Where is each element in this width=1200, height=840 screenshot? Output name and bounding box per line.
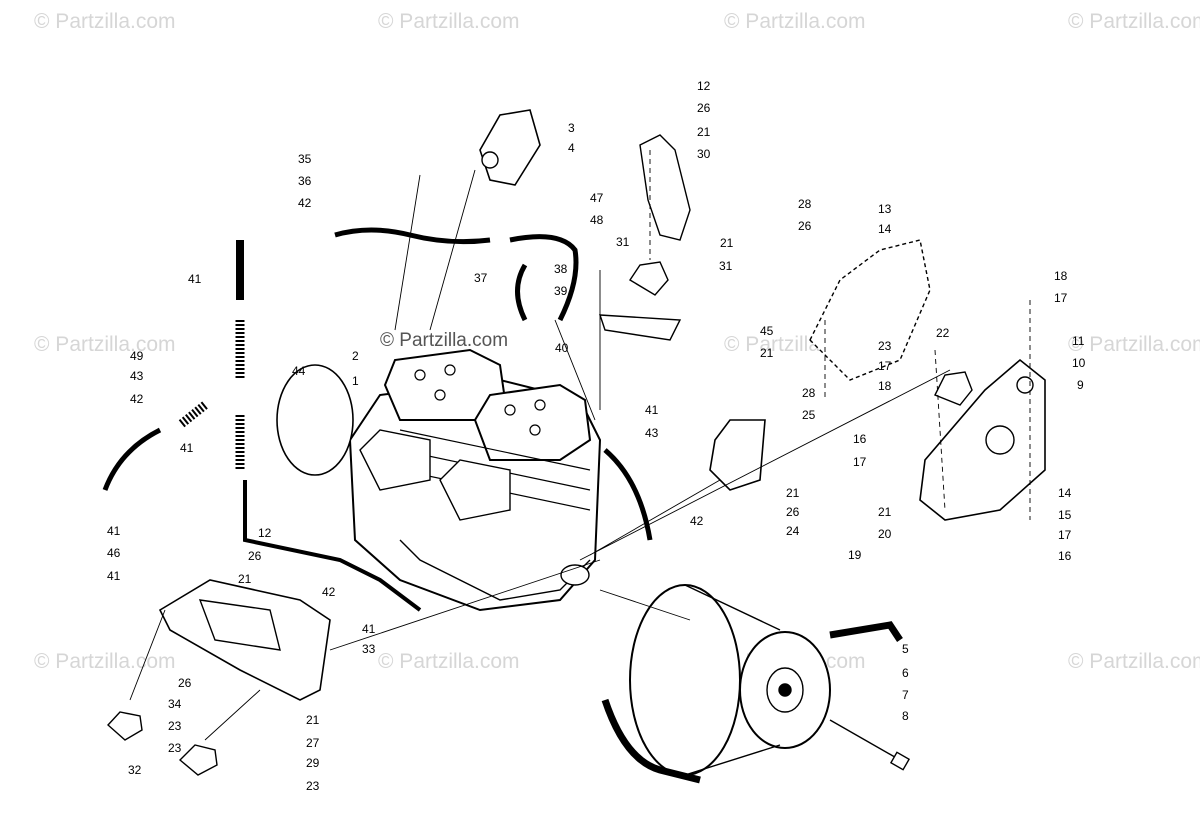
callout: 42 [690, 514, 704, 528]
callout: 3 [568, 121, 575, 135]
callout: 27 [306, 736, 320, 750]
callout: 20 [878, 527, 892, 541]
watermark: © Partzilla.com [1068, 333, 1200, 356]
callout: 25 [802, 408, 816, 422]
callout: 26 [786, 505, 800, 519]
callout: 17 [878, 359, 892, 373]
callout: 48 [590, 213, 604, 227]
watermark: © Partzilla.com [34, 333, 176, 356]
watermark: © Partzilla.com [1068, 10, 1200, 33]
callout: 41 [188, 272, 202, 286]
callout: 42 [322, 585, 336, 599]
callout: 47 [590, 191, 604, 205]
center-watermark: © Partzilla.com [380, 330, 509, 351]
callout: 23 [168, 741, 182, 755]
callout: 21 [720, 236, 734, 250]
callout: 28 [798, 197, 812, 211]
callout: 18 [1054, 269, 1068, 283]
callout: 23 [878, 339, 892, 353]
callout: 30 [697, 147, 711, 161]
callout: 21 [760, 346, 774, 360]
callout: 39 [554, 284, 568, 298]
callout: 14 [1058, 486, 1072, 500]
callout: 21 [238, 572, 252, 586]
callout: 35 [298, 152, 312, 166]
callout: 26 [697, 101, 711, 115]
callout: 21 [697, 125, 711, 139]
callout: 9 [1077, 378, 1084, 392]
callout: 13 [878, 202, 892, 216]
callout: 43 [130, 369, 144, 383]
callout: 31 [616, 235, 630, 249]
callout: 21 [878, 505, 892, 519]
linework [102, 109, 1046, 784]
callout: 45 [760, 324, 774, 338]
callout: 46 [107, 546, 121, 560]
callout: 36 [298, 174, 312, 188]
callout: 41 [107, 569, 121, 583]
callout-labels: 1 2 3 4 5 6 7 8 9 10 11 12 12 13 14 14 1… [107, 79, 1086, 793]
callout: 17 [1054, 291, 1068, 305]
callout: 37 [474, 271, 488, 285]
callout: 43 [645, 426, 659, 440]
callout: 21 [306, 713, 320, 727]
callout: 5 [902, 642, 909, 656]
callout: 32 [128, 763, 142, 777]
callout: 23 [168, 719, 182, 733]
callout: 29 [306, 756, 320, 770]
callout: 31 [719, 259, 733, 273]
callout: 17 [853, 455, 867, 469]
watermark: © Partzilla.com [378, 10, 520, 33]
callout: 38 [554, 262, 568, 276]
callout: 23 [306, 779, 320, 793]
callout: 12 [258, 526, 272, 540]
callout: 26 [798, 219, 812, 233]
callout: 44 [292, 364, 306, 378]
callout: 24 [786, 524, 800, 538]
callout: 21 [786, 486, 800, 500]
callout: 41 [180, 441, 194, 455]
callout: 6 [902, 666, 909, 680]
callout: 41 [362, 622, 376, 636]
watermark: © Partzilla.com [34, 10, 176, 33]
callout: 42 [298, 196, 312, 210]
callout: 19 [848, 548, 862, 562]
callout: 41 [107, 524, 121, 538]
callout: 8 [902, 709, 909, 723]
callout: 7 [902, 688, 909, 702]
callout: 10 [1072, 356, 1086, 370]
callout: 16 [1058, 549, 1072, 563]
callout: 34 [168, 697, 182, 711]
callout: 16 [853, 432, 867, 446]
callout: 22 [936, 326, 950, 340]
watermark: © Partzilla.com [34, 650, 176, 673]
callout: 14 [878, 222, 892, 236]
callout: 18 [878, 379, 892, 393]
watermark: © Partzilla.com [1068, 650, 1200, 673]
callout: 49 [130, 349, 144, 363]
callout: 26 [178, 676, 192, 690]
callout: 41 [645, 403, 659, 417]
callout: 28 [802, 386, 816, 400]
callout: 17 [1058, 528, 1072, 542]
callout: 33 [362, 642, 376, 656]
callout: 26 [248, 549, 262, 563]
callout: 1 [352, 374, 359, 388]
callout: 40 [555, 341, 569, 355]
callout: 11 [1072, 334, 1085, 348]
watermark: © Partzilla.com [378, 650, 520, 673]
callout: 15 [1058, 508, 1072, 522]
callout: 12 [697, 79, 711, 93]
callout: 4 [568, 141, 575, 155]
callout: 2 [352, 349, 359, 363]
watermark: © Partzilla.com [724, 10, 866, 33]
callout: 42 [130, 392, 144, 406]
